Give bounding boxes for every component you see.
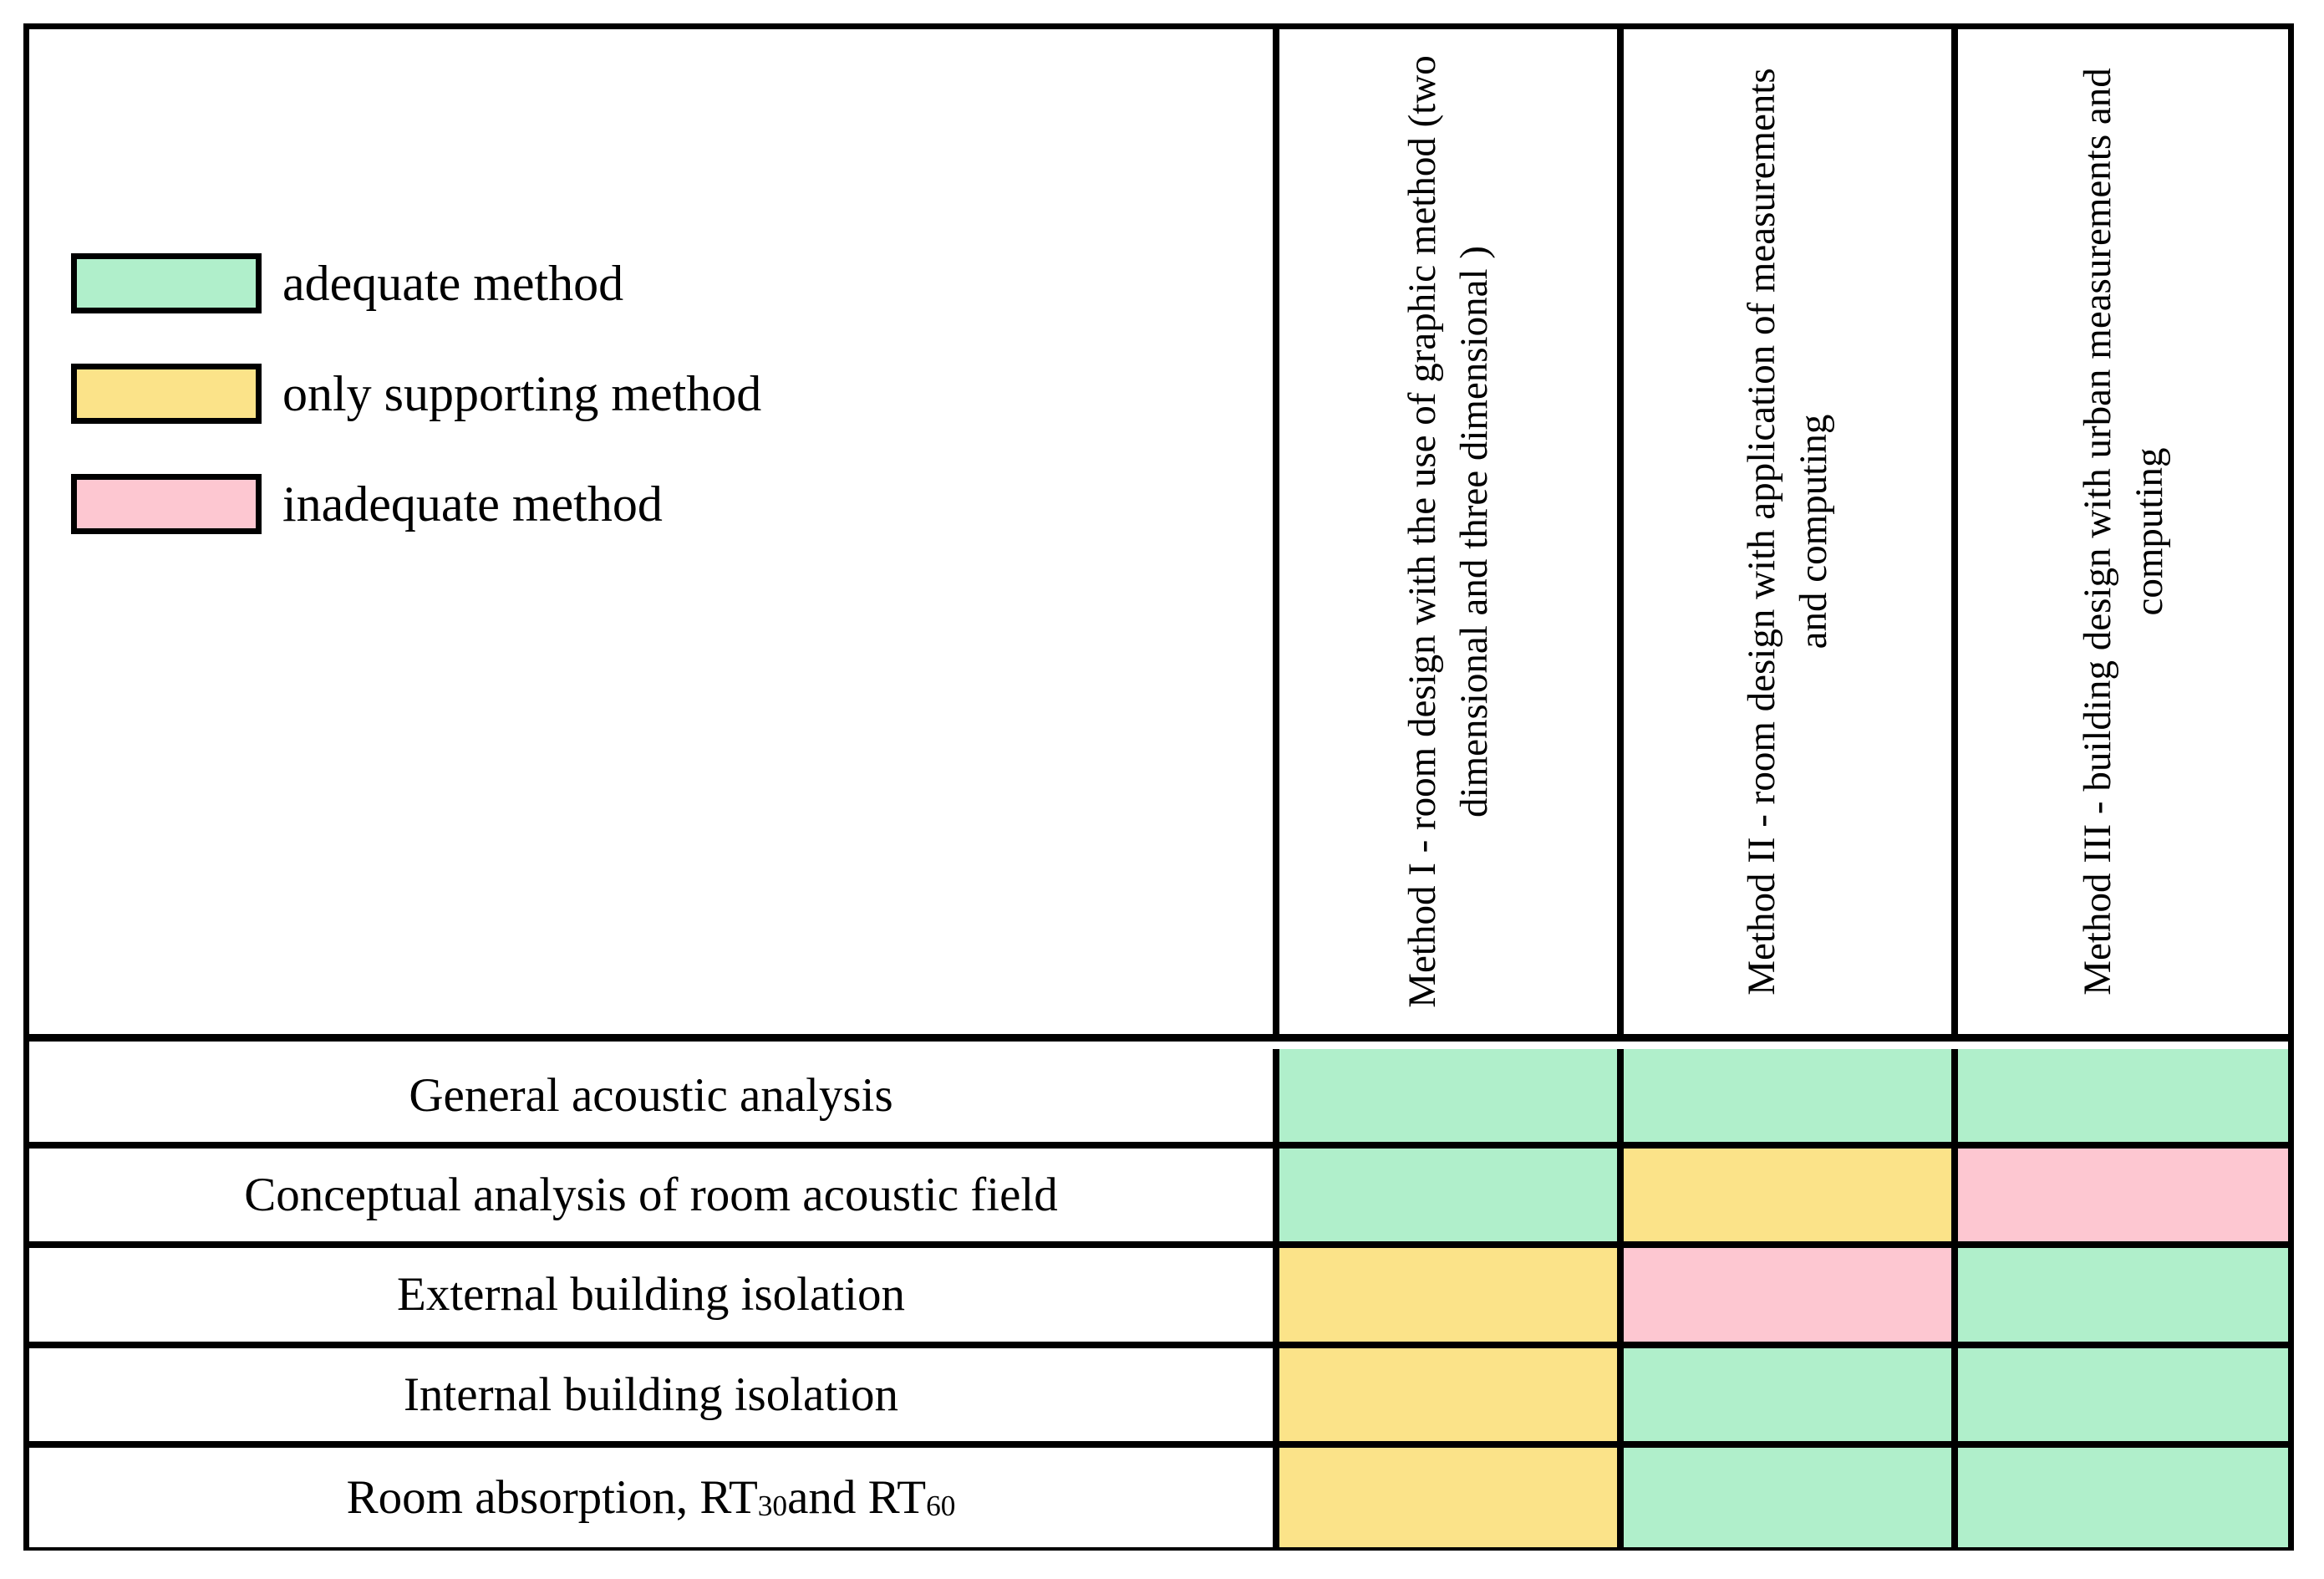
status-cell xyxy=(1273,1447,1617,1547)
row-label: Internal building isolation xyxy=(29,1347,1273,1441)
status-cell xyxy=(1617,1347,1951,1441)
legend-label-inadequate: inadequate method xyxy=(282,476,663,532)
status-cell xyxy=(1951,1248,2288,1342)
legend-swatch-pink xyxy=(71,474,262,534)
legend-label-supporting: only supporting method xyxy=(282,366,762,421)
status-cell xyxy=(1273,1049,1617,1143)
legend-swatch-green xyxy=(71,253,262,313)
status-cell xyxy=(1951,1447,2288,1547)
table-row: Conceptual analysis of room acoustic fie… xyxy=(29,1149,2288,1249)
row-label: External building isolation xyxy=(29,1248,1273,1342)
method-adequacy-table: adequate method only supporting method i… xyxy=(23,23,2294,1551)
column-header-method-1-label: Method I - room design with the use of g… xyxy=(1400,55,1496,1008)
legend-item-inadequate: inadequate method xyxy=(29,474,663,534)
table-row: Internal building isolation xyxy=(29,1347,2288,1448)
status-cell xyxy=(1617,1248,1951,1342)
column-header-method-2: Method II - room design with application… xyxy=(1617,29,1951,1034)
legend-swatch-yellow xyxy=(71,364,262,424)
column-header-method-2-label: Method II - room design with application… xyxy=(1739,68,1835,996)
status-cell xyxy=(1617,1149,1951,1242)
status-cell xyxy=(1617,1049,1951,1143)
status-cell xyxy=(1617,1447,1951,1547)
column-header-method-3-label: Method III - building design with urban … xyxy=(2075,68,2171,996)
status-cell xyxy=(1273,1248,1617,1342)
table-row: External building isolation xyxy=(29,1248,2288,1348)
status-cell xyxy=(1951,1049,2288,1143)
table-body: General acoustic analysis Conceptual ana… xyxy=(29,1049,2288,1547)
legend-label-adequate: adequate method xyxy=(282,256,624,311)
status-cell xyxy=(1951,1149,2288,1242)
table-row: General acoustic analysis xyxy=(29,1049,2288,1149)
legend-item-supporting: only supporting method xyxy=(29,364,761,424)
status-cell xyxy=(1273,1347,1617,1441)
legend: adequate method only supporting method i… xyxy=(29,29,1273,1034)
legend-item-adequate: adequate method xyxy=(29,253,623,313)
table-header-band: adequate method only supporting method i… xyxy=(29,29,2288,1042)
row-label: Conceptual analysis of room acoustic fie… xyxy=(29,1149,1273,1242)
column-header-method-3: Method III - building design with urban … xyxy=(1951,29,2288,1034)
status-cell xyxy=(1273,1149,1617,1242)
row-label: General acoustic analysis xyxy=(29,1049,1273,1143)
status-cell xyxy=(1951,1347,2288,1441)
column-header-method-1: Method I - room design with the use of g… xyxy=(1273,29,1617,1034)
